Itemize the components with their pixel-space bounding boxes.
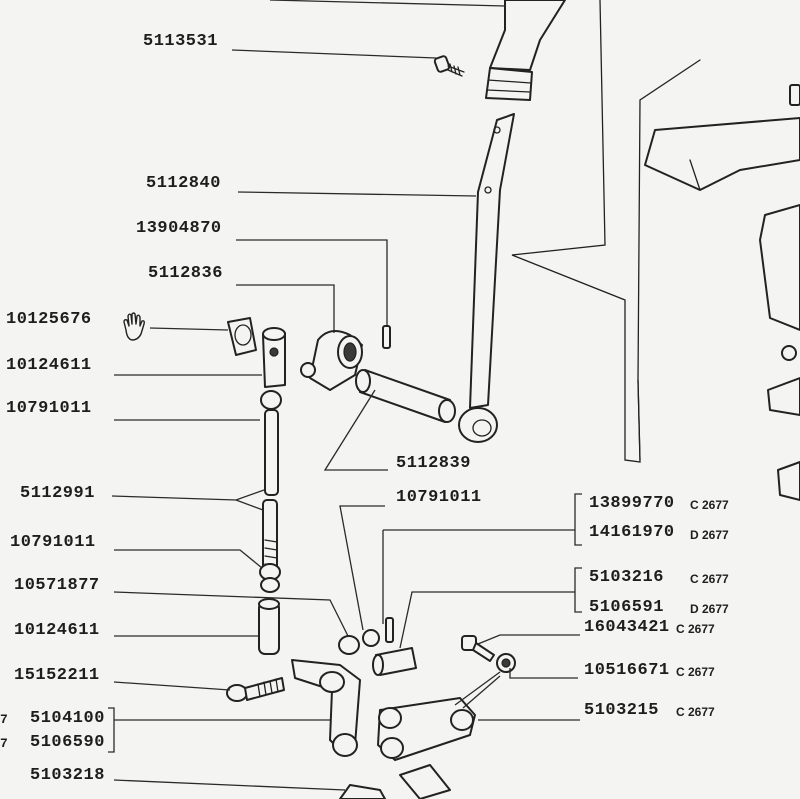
label-16043421: 16043421 <box>584 618 670 637</box>
label-10516671: 10516671 <box>584 661 670 680</box>
group-brackets <box>108 493 582 753</box>
label-5104100: 5104100 <box>30 709 105 728</box>
label-5103215: 5103215 <box>584 701 659 720</box>
washer-10571877-drawing <box>260 577 280 593</box>
code-5106591: D 2677 <box>690 602 729 616</box>
label-10791011-right: 10791011 <box>396 488 482 507</box>
socket-10124611-top-drawing <box>262 327 286 388</box>
label-5103218: 5103218 <box>30 766 105 785</box>
nut-top-drawing <box>260 390 282 410</box>
code-13899770: C 2677 <box>690 498 729 512</box>
label-cut-7a: 7 <box>0 712 9 727</box>
frame-lines <box>511 0 701 463</box>
lever-5112840-drawing <box>458 113 515 443</box>
label-10791011-mid: 10791011 <box>10 533 96 552</box>
bracket-5103215-drawing <box>377 697 476 761</box>
code-10516671: C 2677 <box>676 665 715 679</box>
small-hardware-drawing <box>338 617 417 676</box>
label-5103216: 5103216 <box>589 568 664 587</box>
label-13899770: 13899770 <box>589 494 675 513</box>
bracket-5112836-drawing <box>300 330 363 391</box>
label-5112991: 5112991 <box>20 484 95 503</box>
label-10124611-top: 10124611 <box>6 356 92 375</box>
label-5106591: 5106591 <box>589 598 664 617</box>
bolt-16043421-drawing <box>461 635 516 673</box>
lever-handle-drawing <box>485 0 566 101</box>
rod-5112991-drawing <box>262 409 279 576</box>
clip-10125676-drawing <box>227 317 257 356</box>
label-13904870: 13904870 <box>136 219 222 238</box>
label-cut-7b: 7 <box>0 736 9 751</box>
code-5103216: C 2677 <box>690 572 729 586</box>
label-5112839: 5112839 <box>396 454 471 473</box>
code-5103215: C 2677 <box>676 705 715 719</box>
label-10124611-bottom: 10124611 <box>14 621 100 640</box>
leader-lines <box>111 0 580 791</box>
hand-icon <box>123 312 145 341</box>
ball-stud-15152211-drawing <box>226 677 285 702</box>
label-5106590: 5106590 <box>30 733 105 752</box>
socket-10124611-bottom-drawing <box>258 598 280 655</box>
pin-13904870-drawing <box>382 325 391 349</box>
label-15152211: 15152211 <box>14 666 100 685</box>
label-14161970: 14161970 <box>589 523 675 542</box>
label-10125676: 10125676 <box>6 310 92 329</box>
shaft-5112839-drawing <box>355 369 456 423</box>
lever-5104100-drawing <box>291 659 361 757</box>
label-5112840: 5112840 <box>146 174 221 193</box>
label-5112836: 5112836 <box>148 264 223 283</box>
label-10791011-top: 10791011 <box>6 399 92 418</box>
label-5113531: 5113531 <box>143 32 218 51</box>
code-16043421: C 2677 <box>676 622 715 636</box>
bolt-5113531-drawing <box>433 55 465 77</box>
label-10571877: 10571877 <box>14 576 100 595</box>
code-14161970: D 2677 <box>690 528 729 542</box>
right-assembly-drawing <box>339 84 800 799</box>
